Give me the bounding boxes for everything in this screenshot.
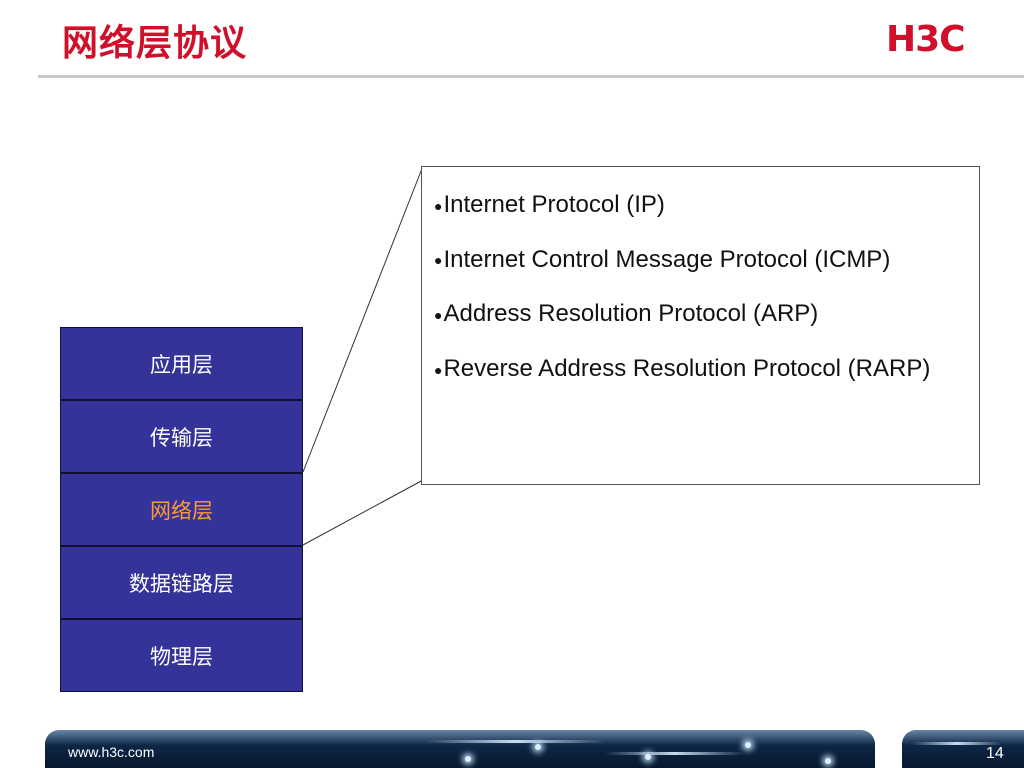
footer-page-banner [902, 730, 1024, 768]
footer-banner [45, 730, 875, 768]
connector-line-bottom [302, 479, 424, 546]
title-divider [38, 75, 1024, 78]
page-number: 14 [986, 745, 1004, 762]
layer-label: 传输层 [150, 425, 213, 450]
bullet-icon: ● [434, 361, 443, 378]
bullet-icon: ● [434, 197, 443, 214]
layer-application: 应用层 [60, 327, 303, 400]
connector-line-top [302, 165, 424, 473]
layer-physical: 物理层 [60, 619, 303, 692]
layer-label: 物理层 [150, 644, 213, 669]
protocol-item: ●Internet Control Message Protocol (ICMP… [434, 245, 891, 273]
h3c-logo: H3C [886, 20, 966, 56]
layer-label: 应用层 [150, 352, 213, 377]
footer-url: www.h3c.com [68, 744, 155, 760]
page-title: 网络层协议 [62, 23, 248, 64]
network-protocols-box: ●Internet Protocol (IP) ●Internet Contro… [421, 166, 980, 485]
protocol-layer-stack: 应用层 传输层 网络层 数据链路层 物理层 [60, 327, 303, 692]
logo-text: H3C [886, 20, 965, 56]
layer-network: 网络层 [60, 473, 303, 546]
bullet-icon: ● [434, 306, 443, 323]
layer-transport: 传输层 [60, 400, 303, 473]
layer-label: 网络层 [150, 498, 213, 523]
bullet-icon: ● [434, 252, 443, 269]
layer-label: 数据链路层 [129, 571, 234, 596]
layer-data-link: 数据链路层 [60, 546, 303, 619]
protocol-item: ●Reverse Address Resolution Protocol (RA… [434, 354, 931, 382]
protocol-item: ●Internet Protocol (IP) [434, 191, 665, 218]
protocol-item: ●Address Resolution Protocol (ARP) [434, 300, 819, 328]
